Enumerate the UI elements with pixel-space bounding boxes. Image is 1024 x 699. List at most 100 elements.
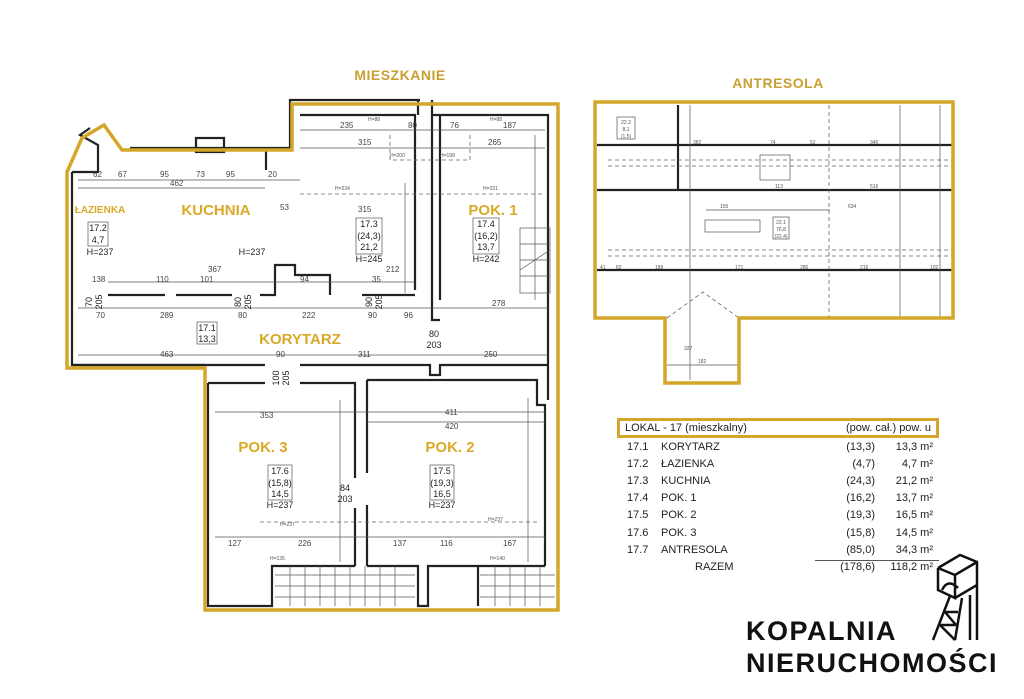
svg-text:22.1: 22.1 [776, 220, 786, 226]
room-tag-lazienka: 17.2 4,7 H=237 [87, 221, 114, 257]
svg-text:203: 203 [426, 340, 441, 350]
svg-text:265: 265 [488, 138, 502, 147]
mezzanine-boundary [593, 100, 955, 385]
svg-text:205: 205 [374, 294, 384, 309]
svg-text:(15,8): (15,8) [268, 478, 292, 488]
svg-text:41: 41 [600, 265, 606, 271]
room-name-pok1: POK. 1 [468, 202, 517, 219]
svg-text:H=237: H=237 [488, 517, 503, 523]
svg-text:17.5: 17.5 [433, 466, 451, 476]
svg-text:H=237: H=237 [87, 247, 114, 257]
svg-text:222: 222 [302, 311, 316, 320]
svg-text:17.1: 17.1 [198, 323, 216, 333]
svg-text:205: 205 [243, 294, 253, 309]
svg-text:463: 463 [160, 350, 174, 359]
room-name-pok2: POK. 2 [425, 439, 474, 456]
svg-text:22.2: 22.2 [621, 120, 631, 126]
svg-text:H=231: H=231 [483, 186, 498, 192]
svg-text:80: 80 [408, 121, 417, 130]
svg-text:H=242: H=242 [473, 254, 500, 264]
room-tag-kuchnia: 17.3 (24,3) 21,2 H=245 [356, 217, 382, 264]
svg-text:346: 346 [870, 140, 879, 146]
svg-text:187: 187 [503, 121, 517, 130]
svg-text:52: 52 [810, 140, 816, 146]
svg-text:53: 53 [280, 203, 289, 212]
svg-text:167: 167 [503, 539, 517, 548]
svg-text:84: 84 [340, 483, 350, 493]
svg-text:137: 137 [393, 539, 407, 548]
svg-text:62: 62 [93, 170, 102, 179]
svg-text:327: 327 [684, 346, 693, 352]
svg-text:462: 462 [170, 179, 184, 188]
logo-line1: KOPALNIA [746, 616, 897, 646]
svg-text:(16,2): (16,2) [474, 231, 498, 241]
svg-text:80: 80 [429, 329, 439, 339]
logo-line2: NIERUCHOMOŚCI [746, 648, 999, 678]
svg-text:189: 189 [655, 265, 664, 271]
svg-text:H=88: H=88 [490, 117, 502, 123]
svg-text:76: 76 [450, 121, 459, 130]
svg-text:H=237: H=237 [429, 500, 456, 510]
svg-text:420: 420 [445, 422, 459, 431]
svg-text:90: 90 [368, 311, 377, 320]
svg-text:H=198: H=198 [440, 153, 455, 159]
svg-text:(1,5): (1,5) [621, 134, 632, 140]
svg-text:138: 138 [92, 275, 106, 284]
svg-text:226: 226 [298, 539, 312, 548]
svg-text:110: 110 [156, 275, 169, 284]
svg-text:250: 250 [484, 350, 498, 359]
svg-text:182: 182 [698, 359, 707, 365]
svg-text:H=237: H=237 [280, 522, 295, 528]
svg-text:17.3: 17.3 [360, 219, 378, 229]
area-table: LOKAL - 17 (mieszkalny) (pow. cał.) pow.… [617, 418, 939, 576]
svg-text:235: 235 [340, 121, 354, 130]
svg-text:216: 216 [860, 265, 869, 271]
svg-text:17.4: 17.4 [477, 219, 495, 229]
header-title: LOKAL - 17 (mieszkalny) [625, 422, 747, 434]
svg-text:67: 67 [118, 170, 127, 179]
svg-text:21,2: 21,2 [360, 242, 378, 252]
room-name-lazienka: ŁAZIENKA [75, 205, 126, 216]
svg-text:H=234: H=234 [335, 186, 350, 192]
svg-text:286: 286 [800, 265, 809, 271]
svg-text:4,7: 4,7 [92, 235, 105, 245]
table-sum-row: RAZEM(178,6)118,2 m² [617, 558, 939, 575]
kitchen-height: H=237 [239, 247, 266, 257]
svg-text:311: 311 [358, 350, 371, 359]
mezzanine-title: ANTRESOLA [732, 75, 824, 91]
room-tag-korytarz: 17.1 13,3 [196, 321, 218, 345]
room-tag-pok2: 17.5 (19,3) 16,5 H=237 [429, 464, 456, 510]
svg-text:90: 90 [364, 297, 374, 307]
svg-text:634: 634 [848, 204, 857, 210]
svg-text:74: 74 [770, 140, 776, 146]
mine-headframe-icon [931, 553, 979, 641]
svg-text:100: 100 [271, 370, 281, 385]
svg-text:13,3: 13,3 [198, 334, 216, 344]
svg-text:13,7: 13,7 [477, 242, 495, 252]
svg-text:H=200: H=200 [390, 153, 405, 159]
area-table-header: LOKAL - 17 (mieszkalny) (pow. cał.) pow.… [617, 418, 939, 438]
svg-text:H=135: H=135 [270, 556, 285, 562]
svg-text:H=237: H=237 [267, 500, 294, 510]
svg-text:(19,3): (19,3) [430, 478, 454, 488]
balcony-hatch [275, 566, 555, 606]
svg-text:8,1: 8,1 [623, 127, 630, 133]
svg-text:H=140: H=140 [490, 556, 505, 562]
svg-text:95: 95 [226, 170, 235, 179]
mezzanine-plan: 22.2 8,1 (1,5) 22.1 76,8 (22,4) 382 74 5… [597, 105, 953, 380]
header-total: (pow. cał.) [845, 422, 897, 434]
svg-text:113: 113 [775, 184, 783, 190]
svg-text:127: 127 [228, 539, 242, 548]
svg-text:367: 367 [208, 265, 222, 274]
svg-text:82: 82 [616, 265, 622, 271]
svg-text:76,8: 76,8 [776, 227, 786, 233]
